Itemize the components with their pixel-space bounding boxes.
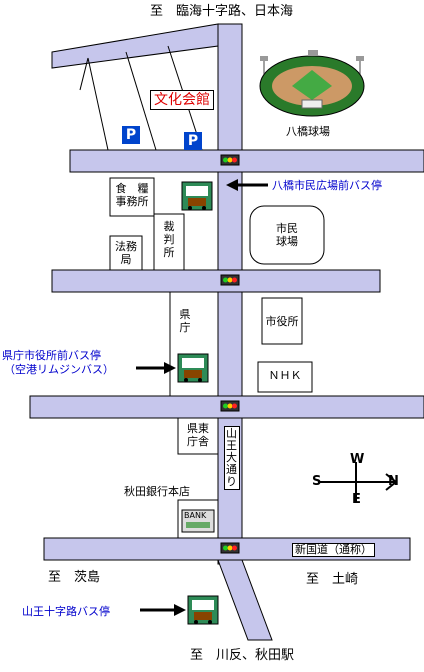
road-horizontal-2 [51, 269, 381, 293]
bus-stop-kencho-label: 県庁市役所前バス停 [2, 349, 101, 362]
signal-4 [220, 542, 240, 554]
stadium-label: 八橋球場 [286, 125, 330, 138]
homukyoku-label: 法務 局 [115, 240, 137, 266]
direction-north: 至 臨海十字路、日本海 [150, 4, 294, 19]
sanno-odori-label: 山王大通り [224, 426, 240, 490]
shiyakusho-label: 市役所 [265, 315, 299, 328]
akita-bank-label: 秋田銀行本店 [124, 485, 190, 498]
bus-icons [177, 181, 219, 625]
compass-n-label: N [388, 474, 399, 489]
bank-sign-label: BANK [184, 511, 207, 520]
signal-1 [220, 154, 240, 166]
signal-2 [220, 274, 240, 286]
bus-icon [187, 595, 219, 625]
shimin-kyujo-building [249, 205, 325, 265]
saibansho-building [153, 213, 185, 271]
shimin-kyujo-label: 市民 球場 [276, 222, 298, 248]
compass-s-label: S [312, 474, 322, 489]
parking-sign-icon [184, 132, 202, 150]
signal-3 [220, 400, 240, 412]
bus-stop-sanno-label: 山王十字路バス停 [22, 605, 110, 618]
compass-w-label: W [350, 452, 365, 467]
parking-sign-label: P [125, 127, 137, 143]
traffic-signals [220, 154, 240, 554]
shiyakusho-building [261, 297, 303, 345]
nhk-building [257, 361, 313, 393]
shinkokudo-label: 新国道（通称） [292, 543, 375, 557]
road-diagonal-south [217, 559, 273, 641]
ken-higashi-building [177, 417, 219, 455]
bus-stop-yabase-label: 八橋市民広場前バス停 [272, 179, 382, 192]
kencho-label: 県 庁 [179, 308, 191, 334]
shokuryo-building [109, 177, 155, 217]
buildings [109, 177, 325, 539]
nhk-label: ＮＨＫ [268, 369, 302, 382]
bus-stop-kencho-sub-label: （空港リムジンバス） [4, 363, 114, 376]
direction-west: 至 茨島 [48, 570, 101, 585]
compass-icon [318, 462, 398, 502]
compass-e-label: E [352, 492, 361, 507]
bank-sign-icon [181, 509, 215, 533]
ken-higashi-label: 県東 庁舎 [187, 422, 209, 448]
bus-icon [177, 353, 209, 383]
parking-sign-icon [122, 126, 140, 144]
direction-east: 至 土崎 [306, 572, 359, 587]
direction-south: 至 川反、秋田駅 [190, 648, 295, 663]
homukyoku-building [109, 235, 143, 271]
parking-signs [122, 126, 202, 150]
parking-lot-lines [79, 45, 203, 151]
arrows [136, 179, 268, 616]
parking-sign-label: P [187, 133, 199, 149]
saibansho-label: 裁 判 所 [163, 220, 175, 259]
stadium-illustration [259, 50, 365, 117]
bunka-kaikan-label: 文化会館 [150, 90, 214, 110]
road-diagonal-north [51, 23, 219, 69]
bus-icon [181, 181, 213, 211]
shokuryo-label: 食 糧 事務所 [115, 182, 149, 208]
road-horizontal-1 [69, 149, 424, 173]
